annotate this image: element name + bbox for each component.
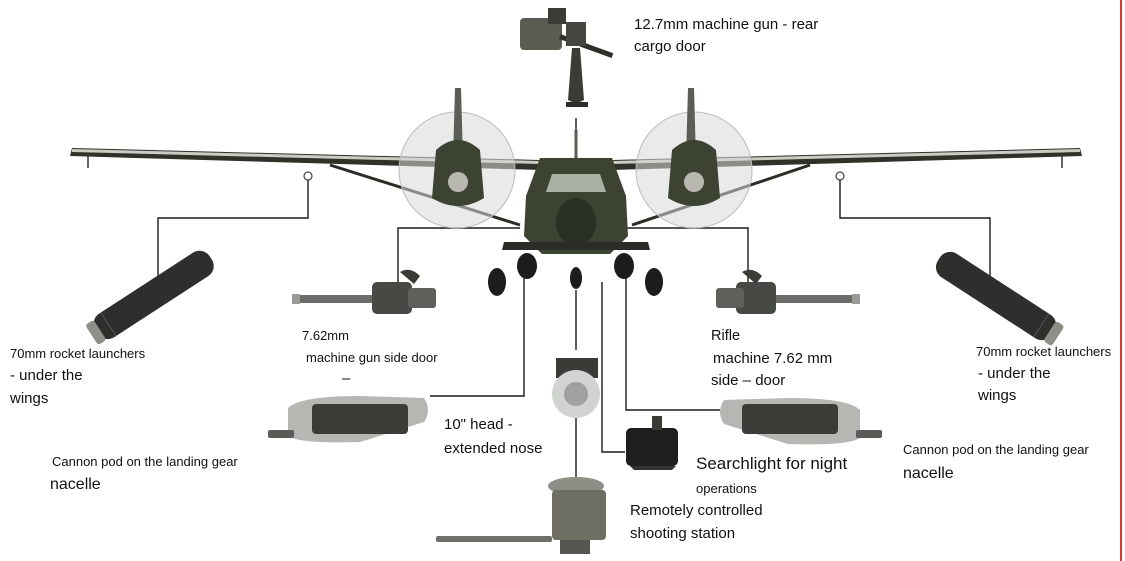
label-searchlight-line2: operations <box>696 481 757 496</box>
fuselage <box>502 130 650 254</box>
leader-search <box>601 282 625 453</box>
leader-head <box>430 275 525 397</box>
label-head-line1: 10" head - <box>444 416 513 433</box>
page-edge-line <box>1120 0 1122 561</box>
label-cannon-right-line1: Cannon pod on the landing gear <box>903 442 1089 457</box>
engine-nacelles <box>432 140 720 206</box>
leader-rocket-left <box>157 180 309 280</box>
rear-machine-gun-picture <box>520 8 614 107</box>
leader-cannon-right <box>625 275 720 411</box>
label-cannon-right-line2: nacelle <box>903 465 954 482</box>
left-minigun-picture <box>292 269 436 314</box>
leader-rocket-right <box>839 180 991 280</box>
label-rocket-right-line2: - under the <box>978 365 1051 382</box>
label-remote-line1: Remotely controlled <box>630 502 763 519</box>
landing-gear <box>488 253 663 296</box>
label-mg-side-left-line2: machine gun side door <box>306 350 438 365</box>
label-remote-line2: shooting station <box>630 525 736 542</box>
leader-lines <box>157 118 991 478</box>
right-minigun-picture <box>716 269 860 314</box>
sensor-turret-picture <box>552 358 600 418</box>
label-rocket-right-line3: wings <box>978 387 1017 404</box>
leader-mg-left <box>397 227 520 282</box>
label-rifle-line1: Rifle <box>711 328 741 344</box>
label-rifle-line2: machine 7.62 mm <box>713 350 833 367</box>
label-rifle-line3: side – door <box>711 372 786 389</box>
left-cannon-pod-picture <box>268 396 428 443</box>
label-rear-mg-line2: cargo door <box>634 38 706 55</box>
right-rocket-launcher-picture <box>935 251 1064 346</box>
searchlight-picture <box>626 416 678 470</box>
label-cannon-left-line2: nacelle <box>50 476 101 493</box>
leader-mg-right <box>626 227 749 282</box>
label-searchlight-line1: Searchlight for night <box>696 454 848 473</box>
label-rear-mg-line1: 12.7mm machine gun - rear <box>634 16 819 33</box>
label-rocket-left-line3: wings <box>10 390 49 407</box>
label-mg-side-left-line3: – <box>342 370 351 387</box>
label-rocket-right-line1: 70mm rocket launchers <box>976 344 1112 359</box>
label-mg-side-left-line1: 7.62mm <box>302 328 349 343</box>
remote-weapon-station-picture <box>436 477 606 554</box>
label-cannon-left-line1: Cannon pod on the landing gear <box>52 454 238 469</box>
label-rocket-left-line1: 70mm rocket launchers <box>10 346 146 361</box>
right-cannon-pod-picture <box>720 398 882 445</box>
label-rocket-left-line2: - under the <box>10 367 83 384</box>
label-head-line2: extended nose <box>444 440 543 457</box>
left-rocket-launcher-picture <box>86 250 214 345</box>
